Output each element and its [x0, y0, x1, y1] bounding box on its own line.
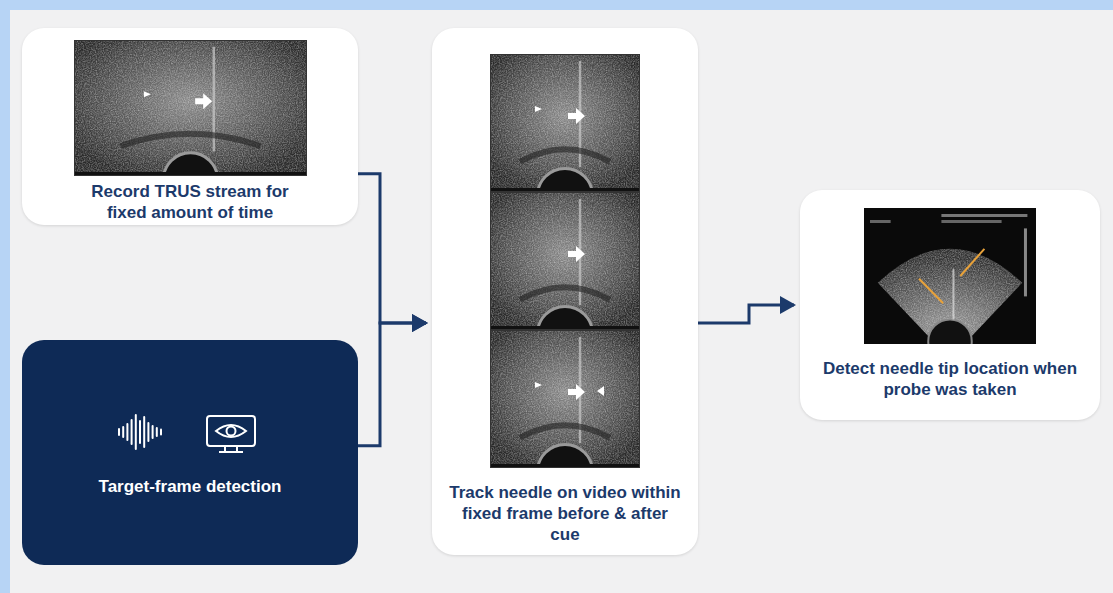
node-label: Target-frame detection: [99, 476, 282, 497]
diagram-canvas: Record TRUS stream for fixed amount of t…: [10, 10, 1113, 593]
audio-visual-icons: [115, 410, 265, 454]
process-box: Record TRUS stream for fixed amount of t…: [22, 28, 358, 225]
node-label: Detect needle tip location when probe wa…: [815, 358, 1085, 400]
node-label: Record TRUS stream for fixed amount of t…: [83, 181, 298, 223]
ultrasound-frame: [74, 40, 307, 176]
ultrasound-result: [864, 208, 1036, 344]
ultrasound-frame: [490, 54, 640, 192]
flow-arrow: [358, 323, 426, 446]
ultrasound-frame: [490, 192, 640, 330]
process-box: Track needle on video within fixed frame…: [432, 28, 698, 555]
node-label: Track needle on video within fixed frame…: [449, 482, 681, 545]
input-box: Target-frame detection: [22, 340, 358, 565]
ultrasound-frame: [490, 330, 640, 468]
flow-arrow: [358, 174, 426, 323]
flow-arrow: [698, 305, 794, 323]
process-box: Detect needle tip location when probe wa…: [800, 190, 1100, 420]
